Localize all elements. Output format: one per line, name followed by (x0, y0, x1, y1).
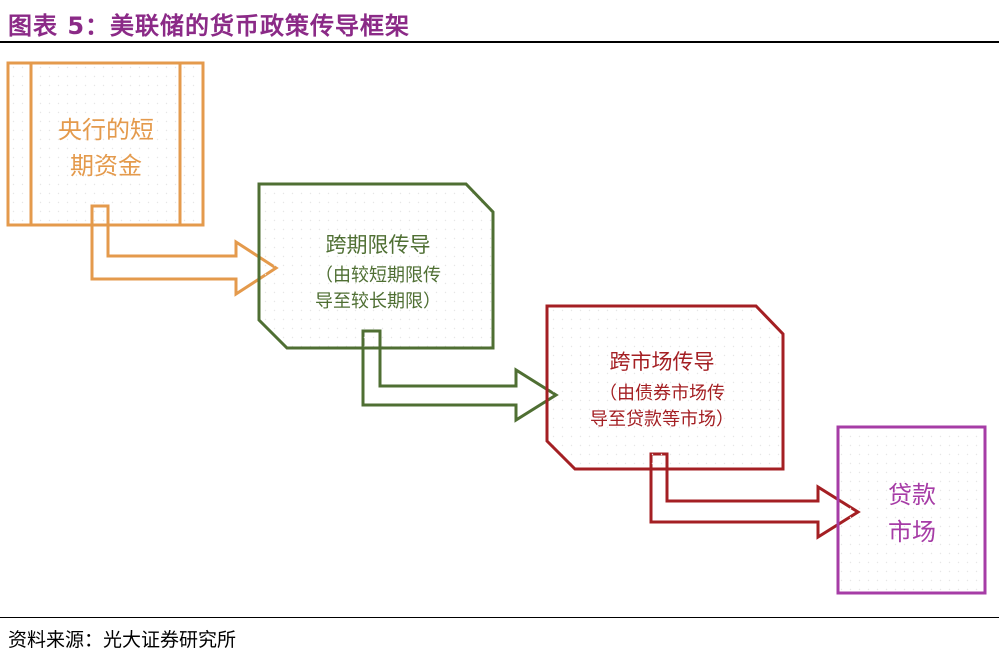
node-cross-market-line-3: 导至贷款等市场） (590, 409, 734, 430)
source-note: 资料来源：光大证券研究所 (8, 629, 237, 651)
node-loan-market-line-1: 贷款 (888, 481, 936, 509)
node-cross-term-line-3: 导至较长期限） (315, 291, 441, 312)
node-cross-term-heading: 跨期限传导 (326, 233, 431, 257)
node-cross-market-line-2: （由债券市场传 (599, 383, 725, 404)
node-cross-market: 跨市场传导 （由债券市场传 导至贷款等市场） (545, 304, 785, 471)
node-loan-market-line-2: 市场 (888, 518, 936, 546)
arrow-term-to-market (361, 329, 559, 423)
node-loan-market-box (836, 425, 987, 595)
node-central-bank-box (6, 61, 205, 227)
source-divider (0, 617, 999, 618)
node-cross-market-heading: 跨市场传导 (610, 350, 715, 374)
node-central-bank-line-2: 期资金 (70, 152, 142, 180)
node-cross-term: 跨期限传导 （由较短期限传 导至较长期限） (257, 182, 495, 350)
node-cross-term-line-2: （由较短期限传 (315, 265, 441, 286)
node-central-bank-line-1: 央行的短 (58, 116, 154, 144)
node-cross-term-box (257, 182, 495, 350)
node-central-bank: 央行的短 期资金 (6, 61, 205, 227)
title-divider (0, 41, 999, 43)
figure-title: 图表 5：美联储的货币政策传导框架 (8, 12, 411, 40)
node-cross-market-box (545, 304, 785, 471)
arrow-central-to-term (90, 204, 279, 297)
node-loan-market: 贷款 市场 (836, 425, 987, 595)
